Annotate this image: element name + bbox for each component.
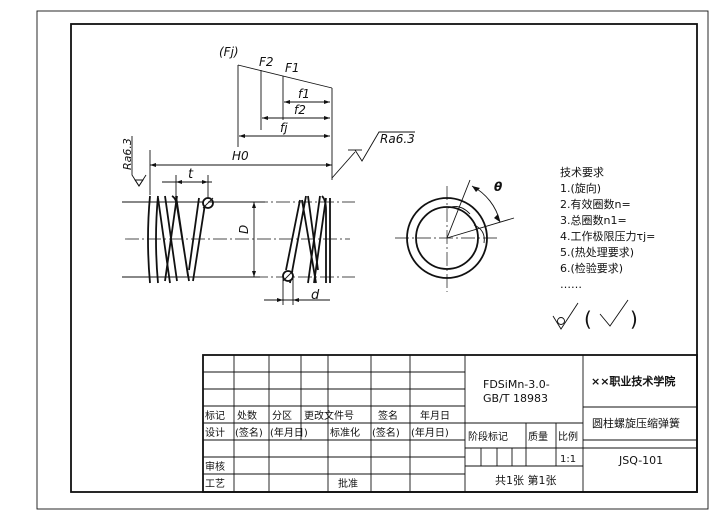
roughness-symbol-right	[331, 131, 415, 179]
outer-border	[36, 10, 709, 510]
dim-label-h0: H0	[232, 149, 249, 163]
material-line2: GB/T 18983	[483, 392, 548, 405]
stage-header: 质量	[528, 431, 548, 443]
spring-end-view	[395, 179, 515, 292]
tb-cell: 处数	[237, 409, 257, 422]
tech-requirements: 技术要求 1.(旋向) 2.有效圈数n= 3.总圈数n1= 4.工作极限压力τj…	[560, 166, 655, 291]
title-block	[202, 354, 698, 493]
sheet-count: 共1张 第1张	[495, 473, 557, 487]
tb-cell: 设计	[205, 426, 225, 439]
dim-label-d-diameter: D	[237, 225, 251, 234]
dim-label-d-wire: d	[311, 288, 320, 303]
general-roughness-symbol	[552, 299, 629, 330]
part-name: 圆柱螺旋压缩弹簧	[592, 416, 680, 430]
scale-value: 1:1	[560, 454, 576, 465]
force-label-fj: (Fj)	[219, 45, 239, 59]
roughness-label-left: Ra6.3	[121, 138, 134, 170]
drawing-number: JSQ-101	[618, 454, 663, 467]
material-line1: FDSiMn-3.0-	[483, 378, 550, 391]
tb-cell: 审核	[205, 460, 225, 473]
tech-req-item: 1.(旋向)	[560, 181, 601, 195]
tb-cell: 更改文件号	[304, 409, 354, 422]
tb-cell: 批准	[338, 477, 358, 490]
force-label-f1: F1	[285, 61, 300, 75]
tb-cell: 标记	[205, 410, 225, 422]
general-roughness-open: (	[584, 307, 592, 331]
general-roughness-close: )	[630, 307, 638, 331]
tb-cell: (年月日)	[270, 426, 308, 439]
tb-cell: 签名	[378, 409, 398, 422]
tech-req-item: ……	[560, 278, 582, 291]
force-label-f2: F2	[259, 55, 274, 69]
tech-req-item: 2.有效圈数n=	[560, 197, 631, 211]
tb-cell: (签名)	[235, 426, 263, 439]
school-name: ××职业技术学院	[591, 374, 675, 388]
dim-label-t: t	[188, 167, 194, 182]
spring-section-view	[122, 175, 355, 305]
tb-cell: 分区	[272, 410, 292, 422]
stage-header: 比例	[558, 430, 578, 443]
tech-req-item: 4.工作极限压力τj=	[560, 229, 655, 243]
tech-req-item: 5.(热处理要求)	[560, 246, 634, 259]
stage-header: 阶段标记	[468, 430, 508, 443]
force-deflection-diagram	[149, 64, 333, 195]
tb-cell: (签名)	[372, 426, 400, 439]
deflection-label-f2: f2	[294, 103, 306, 117]
tb-cell: 年月日	[420, 409, 450, 422]
tb-cell: 工艺	[205, 478, 225, 490]
deflection-label-f1: f1	[298, 87, 310, 101]
dim-label-theta: θ	[494, 180, 502, 194]
tb-cell: 标准化	[330, 426, 360, 439]
tech-req-item: 3.总圈数n1=	[560, 213, 627, 227]
roughness-symbol-left	[131, 136, 147, 187]
tech-req-item: 6.(检验要求)	[560, 261, 623, 275]
tech-req-title: 技术要求	[560, 166, 604, 179]
tb-cell: (年月日)	[411, 426, 449, 439]
deflection-label-fj: fj	[280, 121, 288, 135]
roughness-label-right: Ra6.3	[380, 132, 415, 146]
